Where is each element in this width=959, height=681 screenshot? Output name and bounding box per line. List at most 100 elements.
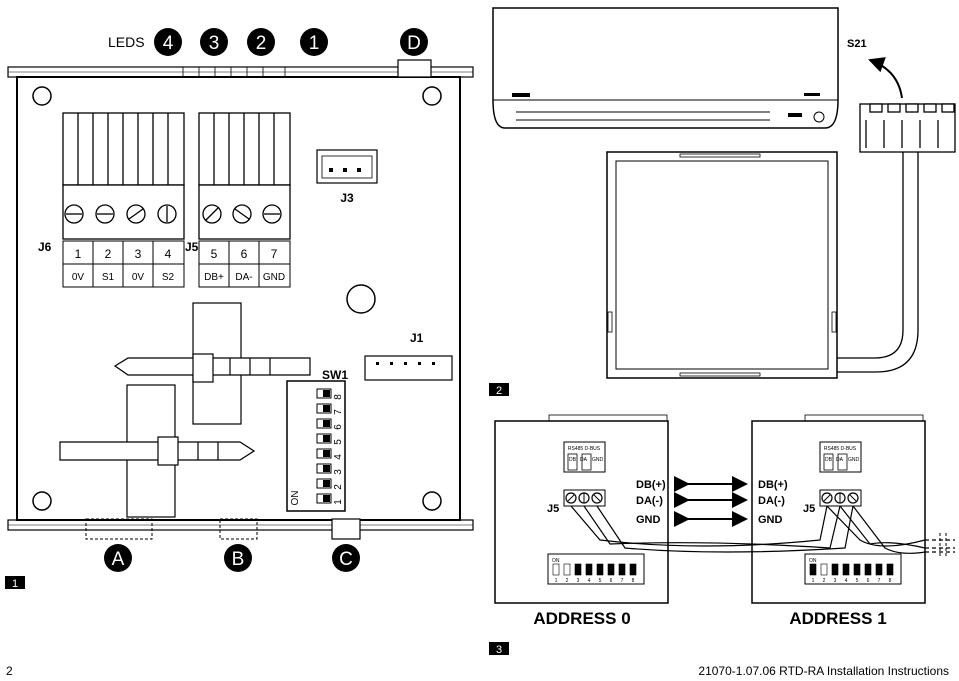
terminal-tag: DA bbox=[580, 457, 588, 463]
j5-terminal-number: 5 bbox=[211, 247, 218, 261]
callout-a-badge bbox=[104, 544, 132, 572]
figure-1-pcb: LEDS 4 3 2 1 D bbox=[5, 28, 474, 590]
region-a-outline bbox=[85, 518, 153, 540]
connector-c bbox=[331, 518, 361, 540]
sw1-position-number: 3 bbox=[333, 469, 344, 475]
j6-terminal-number: 2 bbox=[105, 247, 112, 261]
terminal-tag: DB bbox=[825, 457, 833, 463]
j1-label: J1 bbox=[410, 331, 424, 345]
sw1-position-number: 4 bbox=[333, 454, 344, 460]
j1-connector bbox=[364, 355, 453, 381]
callout-a-label: A bbox=[112, 549, 125, 570]
signal-label-right: DB(+) bbox=[758, 479, 788, 491]
s21-connector bbox=[859, 103, 956, 153]
callout-d-label: D bbox=[407, 33, 421, 54]
indoor-unit-body bbox=[492, 7, 839, 129]
signal-label-left: DB(+) bbox=[636, 479, 666, 491]
figure-3-bus-wiring: RS485 D-BUS DB DA GND J5 ON 1 2 3 4 5 6 … bbox=[489, 414, 955, 656]
signal-label-right: DA(-) bbox=[758, 495, 785, 507]
leds-label: LEDS bbox=[108, 34, 145, 50]
led-number-4: 4 bbox=[163, 33, 174, 54]
j5-label: J5 bbox=[547, 503, 559, 515]
dip-number: 4 bbox=[845, 578, 848, 584]
j5-terminal-signal: GND bbox=[263, 272, 285, 283]
j3-label: J3 bbox=[340, 191, 354, 205]
mounting-hole-icon bbox=[422, 491, 442, 511]
callout-c-badge bbox=[332, 544, 360, 572]
sw1-position-number: 8 bbox=[333, 394, 344, 400]
document-title: 21070-1.07.06 RTD-RA Installation Instru… bbox=[698, 664, 949, 678]
sw1-position-number: 5 bbox=[333, 439, 344, 445]
j6-terminal-signal: S1 bbox=[102, 272, 115, 283]
figure-1-badge bbox=[5, 576, 25, 589]
sw1-position-number: 7 bbox=[333, 409, 344, 415]
brand-logo bbox=[512, 93, 530, 97]
led-callouts: 4 3 2 1 bbox=[154, 28, 328, 56]
sw1-position-number: 1 bbox=[333, 499, 344, 505]
dip-number: 5 bbox=[856, 578, 859, 584]
j5-terminal-block bbox=[198, 112, 291, 240]
figure-3-badge bbox=[489, 642, 509, 655]
j5-label: J5 bbox=[803, 503, 815, 515]
sw1-position-number: 2 bbox=[333, 484, 344, 490]
j6-terminal-signal: 0V bbox=[72, 272, 85, 283]
j3-connector bbox=[316, 149, 378, 184]
j5-terminal-signal: DA- bbox=[235, 272, 252, 283]
j6-terminal-number: 3 bbox=[135, 247, 142, 261]
terminal-tag: DA bbox=[836, 457, 844, 463]
signal-label-left: GND bbox=[636, 514, 661, 526]
dip-number: 6 bbox=[610, 578, 613, 584]
j6-terminal-number: 4 bbox=[165, 247, 172, 261]
sw1-label: SW1 bbox=[322, 368, 348, 382]
dip-number: 2 bbox=[566, 578, 569, 584]
component-lower bbox=[59, 384, 256, 518]
dip-number: 3 bbox=[834, 578, 837, 584]
dip-number: 6 bbox=[867, 578, 870, 584]
j5-terminal-number: 6 bbox=[241, 247, 248, 261]
sw1-dip-switch bbox=[286, 380, 346, 512]
figure-3-number: 3 bbox=[496, 644, 502, 656]
led-number-3: 3 bbox=[209, 33, 220, 54]
dip-number: 8 bbox=[632, 578, 635, 584]
j6-terminal-block bbox=[62, 112, 185, 240]
figure-1-number: 1 bbox=[12, 578, 18, 590]
figure-2-number: 2 bbox=[496, 385, 502, 397]
led-windows bbox=[182, 66, 286, 78]
figure-2-badge bbox=[489, 383, 509, 396]
mounting-hole-icon bbox=[422, 86, 442, 106]
bus-label: RS485 D-BUS bbox=[568, 446, 601, 452]
dip-on-label: ON bbox=[809, 558, 817, 564]
double-arrow-icon bbox=[674, 476, 748, 527]
region-b-outline bbox=[219, 518, 258, 540]
address-0-label: ADDRESS 0 bbox=[533, 609, 630, 628]
j5-terminal-signal: DB+ bbox=[204, 272, 224, 283]
callout-b-label: B bbox=[232, 549, 245, 570]
dip-number: 2 bbox=[823, 578, 826, 584]
terminal-tag: GND bbox=[592, 457, 604, 463]
dip-number: 1 bbox=[812, 578, 815, 584]
j6-terminal-table bbox=[62, 240, 185, 288]
j5-label: J5 bbox=[185, 240, 199, 254]
mounting-hole-icon bbox=[32, 491, 52, 511]
sw1-on-label: ON bbox=[290, 491, 301, 506]
component-upper bbox=[113, 302, 311, 425]
mounting-hole-icon bbox=[346, 284, 376, 314]
j5-terminal-table bbox=[198, 240, 291, 288]
j6-label: J6 bbox=[38, 240, 52, 254]
figure-2-indoor-unit: S21 2 bbox=[489, 7, 956, 397]
bus-label: RS485 D-BUS bbox=[824, 446, 857, 452]
callout-c-label: C bbox=[339, 549, 353, 570]
callout-b-badge bbox=[224, 544, 252, 572]
s21-cable bbox=[835, 152, 904, 359]
arrow-icon bbox=[868, 57, 903, 99]
controller-box bbox=[606, 151, 838, 379]
signal-label-right: GND bbox=[758, 514, 783, 526]
led-number-2: 2 bbox=[256, 33, 267, 54]
dip-on-label: ON bbox=[552, 558, 560, 564]
dip-number: 7 bbox=[621, 578, 624, 584]
page-number: 2 bbox=[6, 664, 13, 678]
dip-number: 1 bbox=[555, 578, 558, 584]
terminal-tag: GND bbox=[848, 457, 860, 463]
callout-d-badge bbox=[400, 28, 428, 56]
sw1-position-number: 6 bbox=[333, 424, 344, 430]
